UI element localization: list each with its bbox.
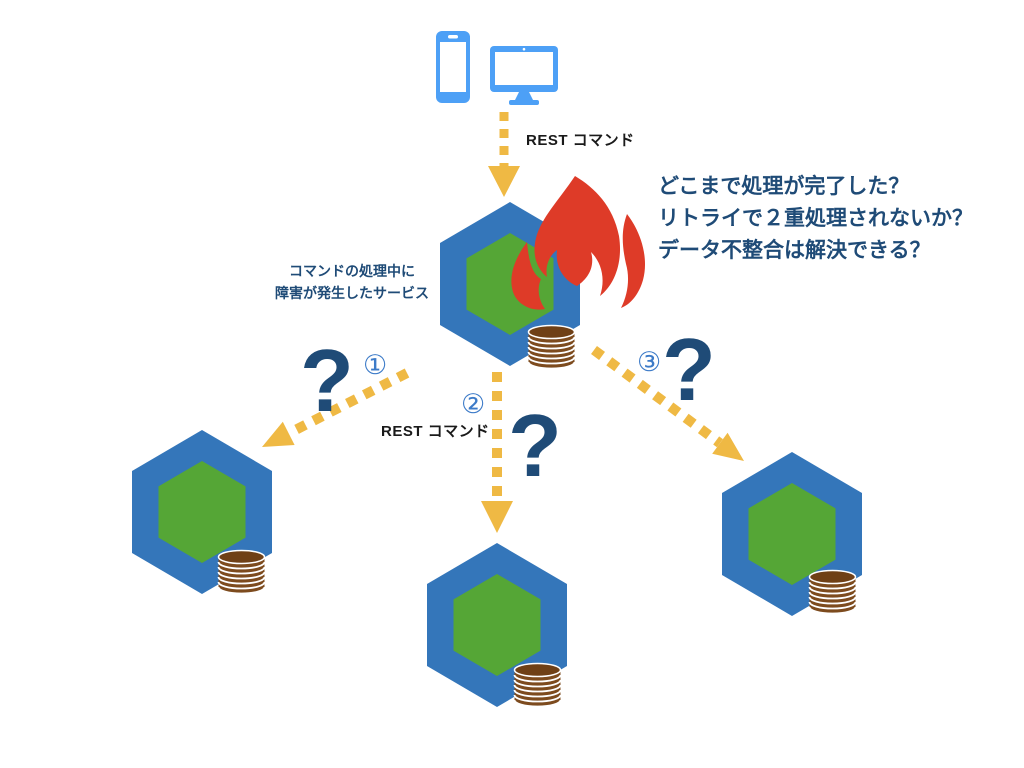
coin-stack-icon <box>513 662 562 708</box>
concern-line-3: データ不整合は解決できる？ <box>658 239 931 262</box>
concern-line-1: どこまで処理が完了した？ <box>658 175 910 198</box>
concern-text-block: どこまで処理が完了した？ リトライで２重処理されないか？ データ不整合は解決でき… <box>658 171 973 267</box>
question-mark-2: ? <box>508 396 562 495</box>
coin-stack-icon <box>527 324 576 370</box>
rest-command-label-middle: REST コマンド <box>381 423 490 440</box>
failed-service-caption-line1: コマンドの処理中に <box>289 263 415 279</box>
rest-command-label-top: REST コマンド <box>526 132 635 149</box>
failed-service-caption: コマンドの処理中に 障害が発生したサービス <box>252 261 452 304</box>
step-number-3: ③ <box>637 347 662 377</box>
coin-stack-icon <box>217 549 266 595</box>
question-mark-3: ? <box>662 320 716 419</box>
smartphone-icon <box>436 31 470 103</box>
desktop-monitor-icon <box>490 46 558 105</box>
coin-stack-icon <box>808 569 857 615</box>
failed-service-caption-line2: 障害が発生したサービス <box>275 284 429 301</box>
step-number-2: ② <box>461 389 486 419</box>
step-number-1: ① <box>363 350 388 380</box>
command-arrow-3 <box>591 345 744 461</box>
command-arrow-1 <box>262 368 410 447</box>
command-arrow-2 <box>481 372 513 533</box>
concern-line-2: リトライで２重処理されないか？ <box>658 207 973 230</box>
rest-command-arrow-top <box>488 112 520 197</box>
question-mark-1: ? <box>300 331 354 430</box>
fire-icon <box>511 176 646 310</box>
